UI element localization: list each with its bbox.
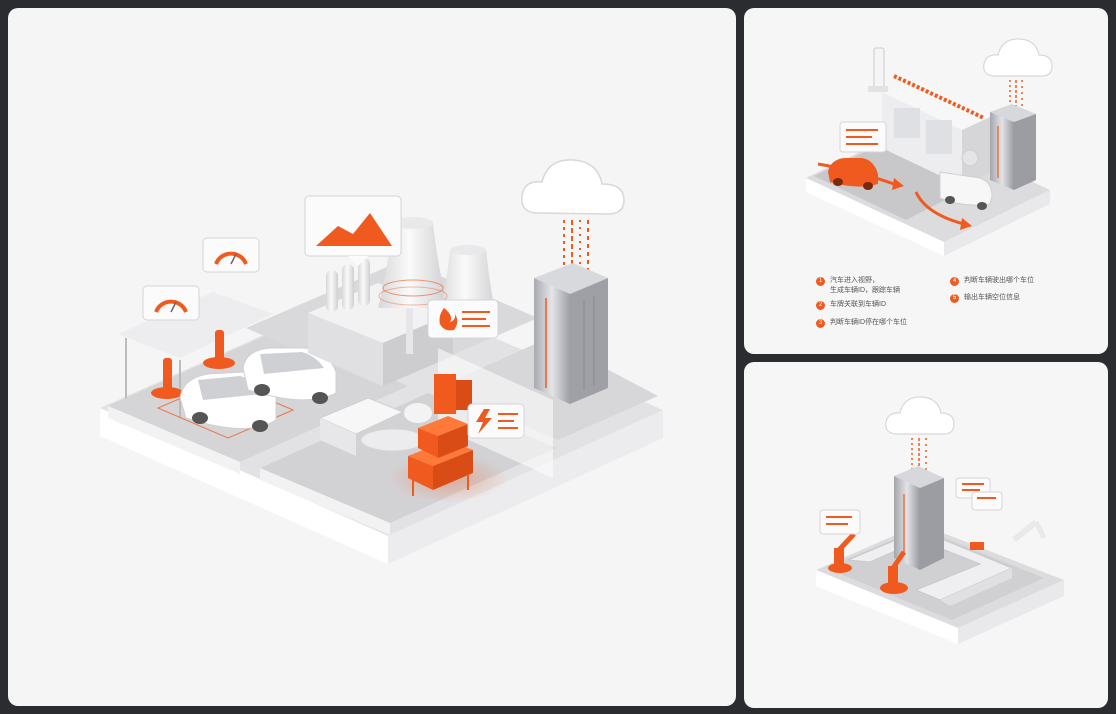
orange-car [828,158,878,190]
legend-item-4: 4 判断车辆驶出哪个车位 [950,276,1034,286]
legend-number: 1 [816,277,825,286]
legend-number: 5 [950,294,959,303]
main-scene-panel [8,8,736,706]
legend-item-2: 2 车牌关联到车辆ID [816,300,886,310]
legend-text: 输出车辆空位信息 [964,294,1020,301]
info-sign-icon [819,477,1003,535]
car-back [242,347,337,404]
storefront-building [882,74,992,186]
conveyor-loop [847,529,1014,606]
legend-text: 判断车辆ID停在哪个车位 [830,319,907,326]
cloud-icon [521,159,625,215]
white-robot-arm [1012,519,1047,543]
legend-item-5: 5 输出车辆空位信息 [950,293,1020,303]
legend-number: 4 [950,277,959,286]
direction-arrows [817,162,972,230]
lightning-icon [467,403,525,439]
legend-number: 3 [816,319,825,328]
legend-text: 汽车进入视野， 生成车辆ID，跟踪车辆 [830,277,900,294]
orange-cabinet [388,374,508,503]
main-scene-illustration [100,159,663,564]
info-sign-icon [839,121,887,153]
chart-icon [304,195,402,266]
legend-number: 2 [816,301,825,310]
fire-icon [427,299,499,339]
white-van [939,171,993,210]
factory-scene-panel [744,362,1108,708]
legend-text: 车牌关联到车辆ID [830,301,886,308]
legend-text: 判断车辆驶出哪个车位 [964,277,1034,284]
parking-scene-illustration [806,38,1053,256]
server-icon [990,104,1036,190]
legend-item-1: 1 汽车进入视野， 生成车辆ID，跟踪车辆 [816,276,900,296]
data-stream [563,220,589,270]
server-icon [534,263,608,404]
robot-arm-icon [828,532,984,594]
cloud-icon [983,38,1053,108]
parking-scene-panel: 1 汽车进入视野， 生成车辆ID，跟踪车辆 2 车牌关联到车辆ID 3 判断车辆… [744,8,1108,354]
server-icon [894,466,944,570]
parking-canopy [118,292,295,439]
factory-scene-illustration [816,396,1064,644]
cloud-icon [885,396,955,472]
camera-pole-icon [868,47,888,92]
gauge-icon [142,237,260,321]
legend-item-3: 3 判断车辆ID停在哪个车位 [816,318,907,328]
process-legend: 1 汽车进入视野， 生成车辆ID，跟踪车辆 2 车牌关联到车辆ID 3 判断车辆… [816,276,1096,336]
